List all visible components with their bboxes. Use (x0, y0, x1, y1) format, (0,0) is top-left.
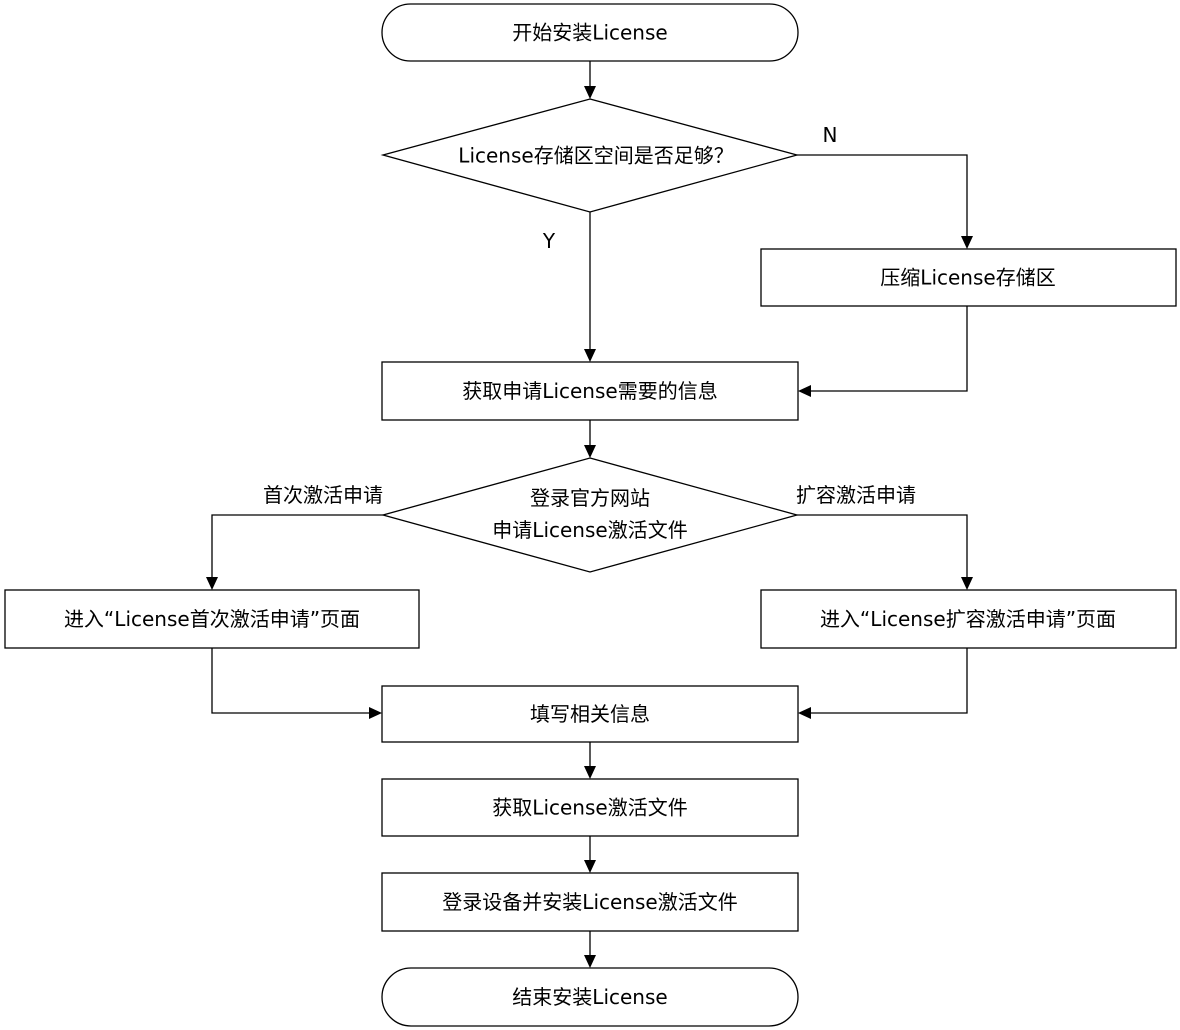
node-start: 开始安装License (381, 3, 799, 62)
expand-page-label: 进入“License扩容激活申请”页面 (820, 607, 1116, 631)
edge-expand-page-to-fill (810, 648, 968, 714)
first-page-box (4, 589, 420, 649)
arrowhead (584, 955, 596, 968)
arrowhead (798, 385, 811, 397)
edge-compress-to-get-info (810, 306, 968, 392)
get-info-label: 获取申请License需要的信息 (462, 379, 717, 403)
arrowhead (961, 236, 973, 249)
edge-first-page-to-fill (211, 648, 370, 714)
compress-box (760, 248, 1177, 307)
node-end: 结束安装License (381, 967, 799, 1027)
node-first-page: 进入“License首次激活申请”页面 (4, 589, 420, 649)
edge-label-yes: Y (542, 229, 556, 253)
get-file-box (381, 778, 799, 837)
arrowhead (369, 707, 382, 719)
node-expand-page: 进入“License扩容激活申请”页面 (760, 589, 1177, 649)
edge-login-to-expand-page (797, 514, 968, 578)
edge-label-no: N (823, 123, 838, 147)
start-label: 开始安装License (512, 21, 667, 45)
compress-label: 压缩License存储区 (880, 266, 1055, 290)
login-site-label-line1: 登录官方网站 (530, 486, 650, 510)
edge-label-expand-activation: 扩容激活申请 (796, 483, 916, 507)
edge-login-to-first-page (211, 514, 383, 578)
edge-check-no-to-compress (797, 154, 968, 237)
get-file-label: 获取License激活文件 (492, 796, 687, 820)
arrowhead (584, 445, 596, 458)
start-terminator (381, 3, 799, 62)
arrowhead (584, 86, 596, 99)
arrowhead (584, 860, 596, 873)
connectors (206, 61, 973, 968)
node-check-space: License存储区空间是否足够？ (380, 98, 800, 213)
node-fill-info: 填写相关信息 (381, 685, 799, 743)
get-info-box (381, 361, 799, 421)
node-login-site: 登录官方网站 申请License激活文件 (380, 457, 800, 573)
first-page-label: 进入“License首次激活申请”页面 (64, 607, 360, 631)
node-install: 登录设备并安装License激活文件 (381, 872, 799, 932)
arrowhead (584, 766, 596, 779)
install-label: 登录设备并安装License激活文件 (442, 890, 737, 914)
node-get-file: 获取License激活文件 (381, 778, 799, 837)
arrowhead (798, 707, 811, 719)
edge-labels: N Y 首次激活申请 扩容激活申请 (263, 123, 916, 507)
edge-label-first-activation: 首次激活申请 (263, 483, 383, 507)
end-terminator (381, 967, 799, 1027)
arrowhead (961, 577, 973, 590)
expand-page-box (760, 589, 1177, 649)
login-site-decision (380, 457, 800, 573)
login-site-label-line2: 申请License激活文件 (492, 518, 687, 542)
node-get-info: 获取申请License需要的信息 (381, 361, 799, 421)
end-label: 结束安装License (512, 985, 667, 1009)
fill-info-box (381, 685, 799, 743)
node-compress: 压缩License存储区 (760, 248, 1177, 307)
check-space-label: License存储区空间是否足够？ (458, 144, 733, 168)
arrowhead (206, 577, 218, 590)
arrowhead (584, 349, 596, 362)
check-space-decision (380, 98, 800, 213)
install-box (381, 872, 799, 932)
fill-info-label: 填写相关信息 (530, 702, 650, 726)
